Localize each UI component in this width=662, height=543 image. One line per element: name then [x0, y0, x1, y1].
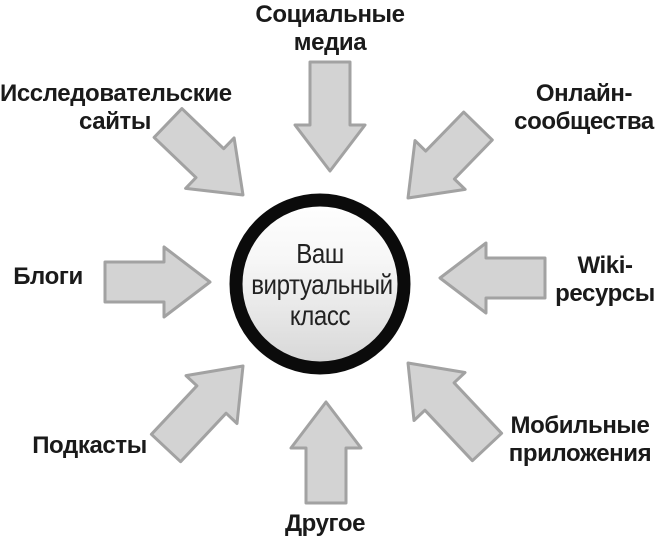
arrow-online-communities — [406, 110, 494, 200]
arrow-other — [289, 400, 363, 505]
label-other: Другое — [284, 510, 366, 537]
arrow-blogs — [103, 245, 212, 319]
label-podcasts: Подкасты — [32, 432, 147, 459]
label-mobile-apps: Мобильные приложения — [508, 412, 652, 467]
arrow-mobile-apps — [406, 361, 504, 463]
label-social-media: Социальные медиа — [255, 1, 405, 56]
arrow-social-media — [293, 60, 367, 173]
label-blogs: Блоги — [13, 263, 83, 290]
label-research-sites: Исследовательские сайты — [0, 80, 232, 135]
center-circle — [229, 193, 411, 375]
inward-arrows — [103, 60, 547, 505]
label-online-communities: Онлайн- сообщества — [514, 80, 654, 135]
label-wiki-resources: Wiki- ресурсы — [555, 252, 655, 307]
arrow-wiki-resources — [438, 241, 547, 315]
arrow-podcasts — [149, 364, 245, 464]
center-circle-label: Ваш виртуальный класс — [251, 238, 393, 331]
arrow-research-sites — [152, 107, 245, 197]
